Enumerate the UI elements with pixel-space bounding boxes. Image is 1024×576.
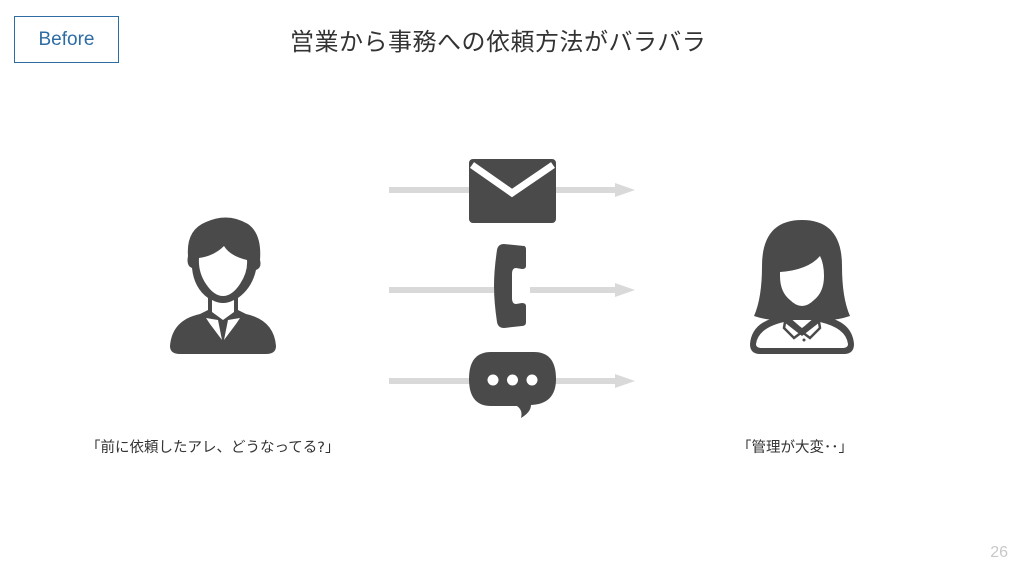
before-badge: Before — [14, 16, 119, 63]
office-quote: 「管理が大変･･」 — [737, 440, 853, 456]
phone-icon — [494, 242, 530, 330]
businessman-icon — [170, 217, 276, 354]
chat-bubble-icon — [469, 352, 556, 418]
businesswoman-icon — [750, 220, 854, 354]
slide-title: 営業から事務への依頼方法がバラバラ — [290, 28, 707, 56]
sales-quote: 「前に依頼したアレ、どうなってる?」 — [86, 440, 340, 456]
mail-icon — [469, 159, 556, 223]
page-number: 26 — [990, 544, 1008, 561]
